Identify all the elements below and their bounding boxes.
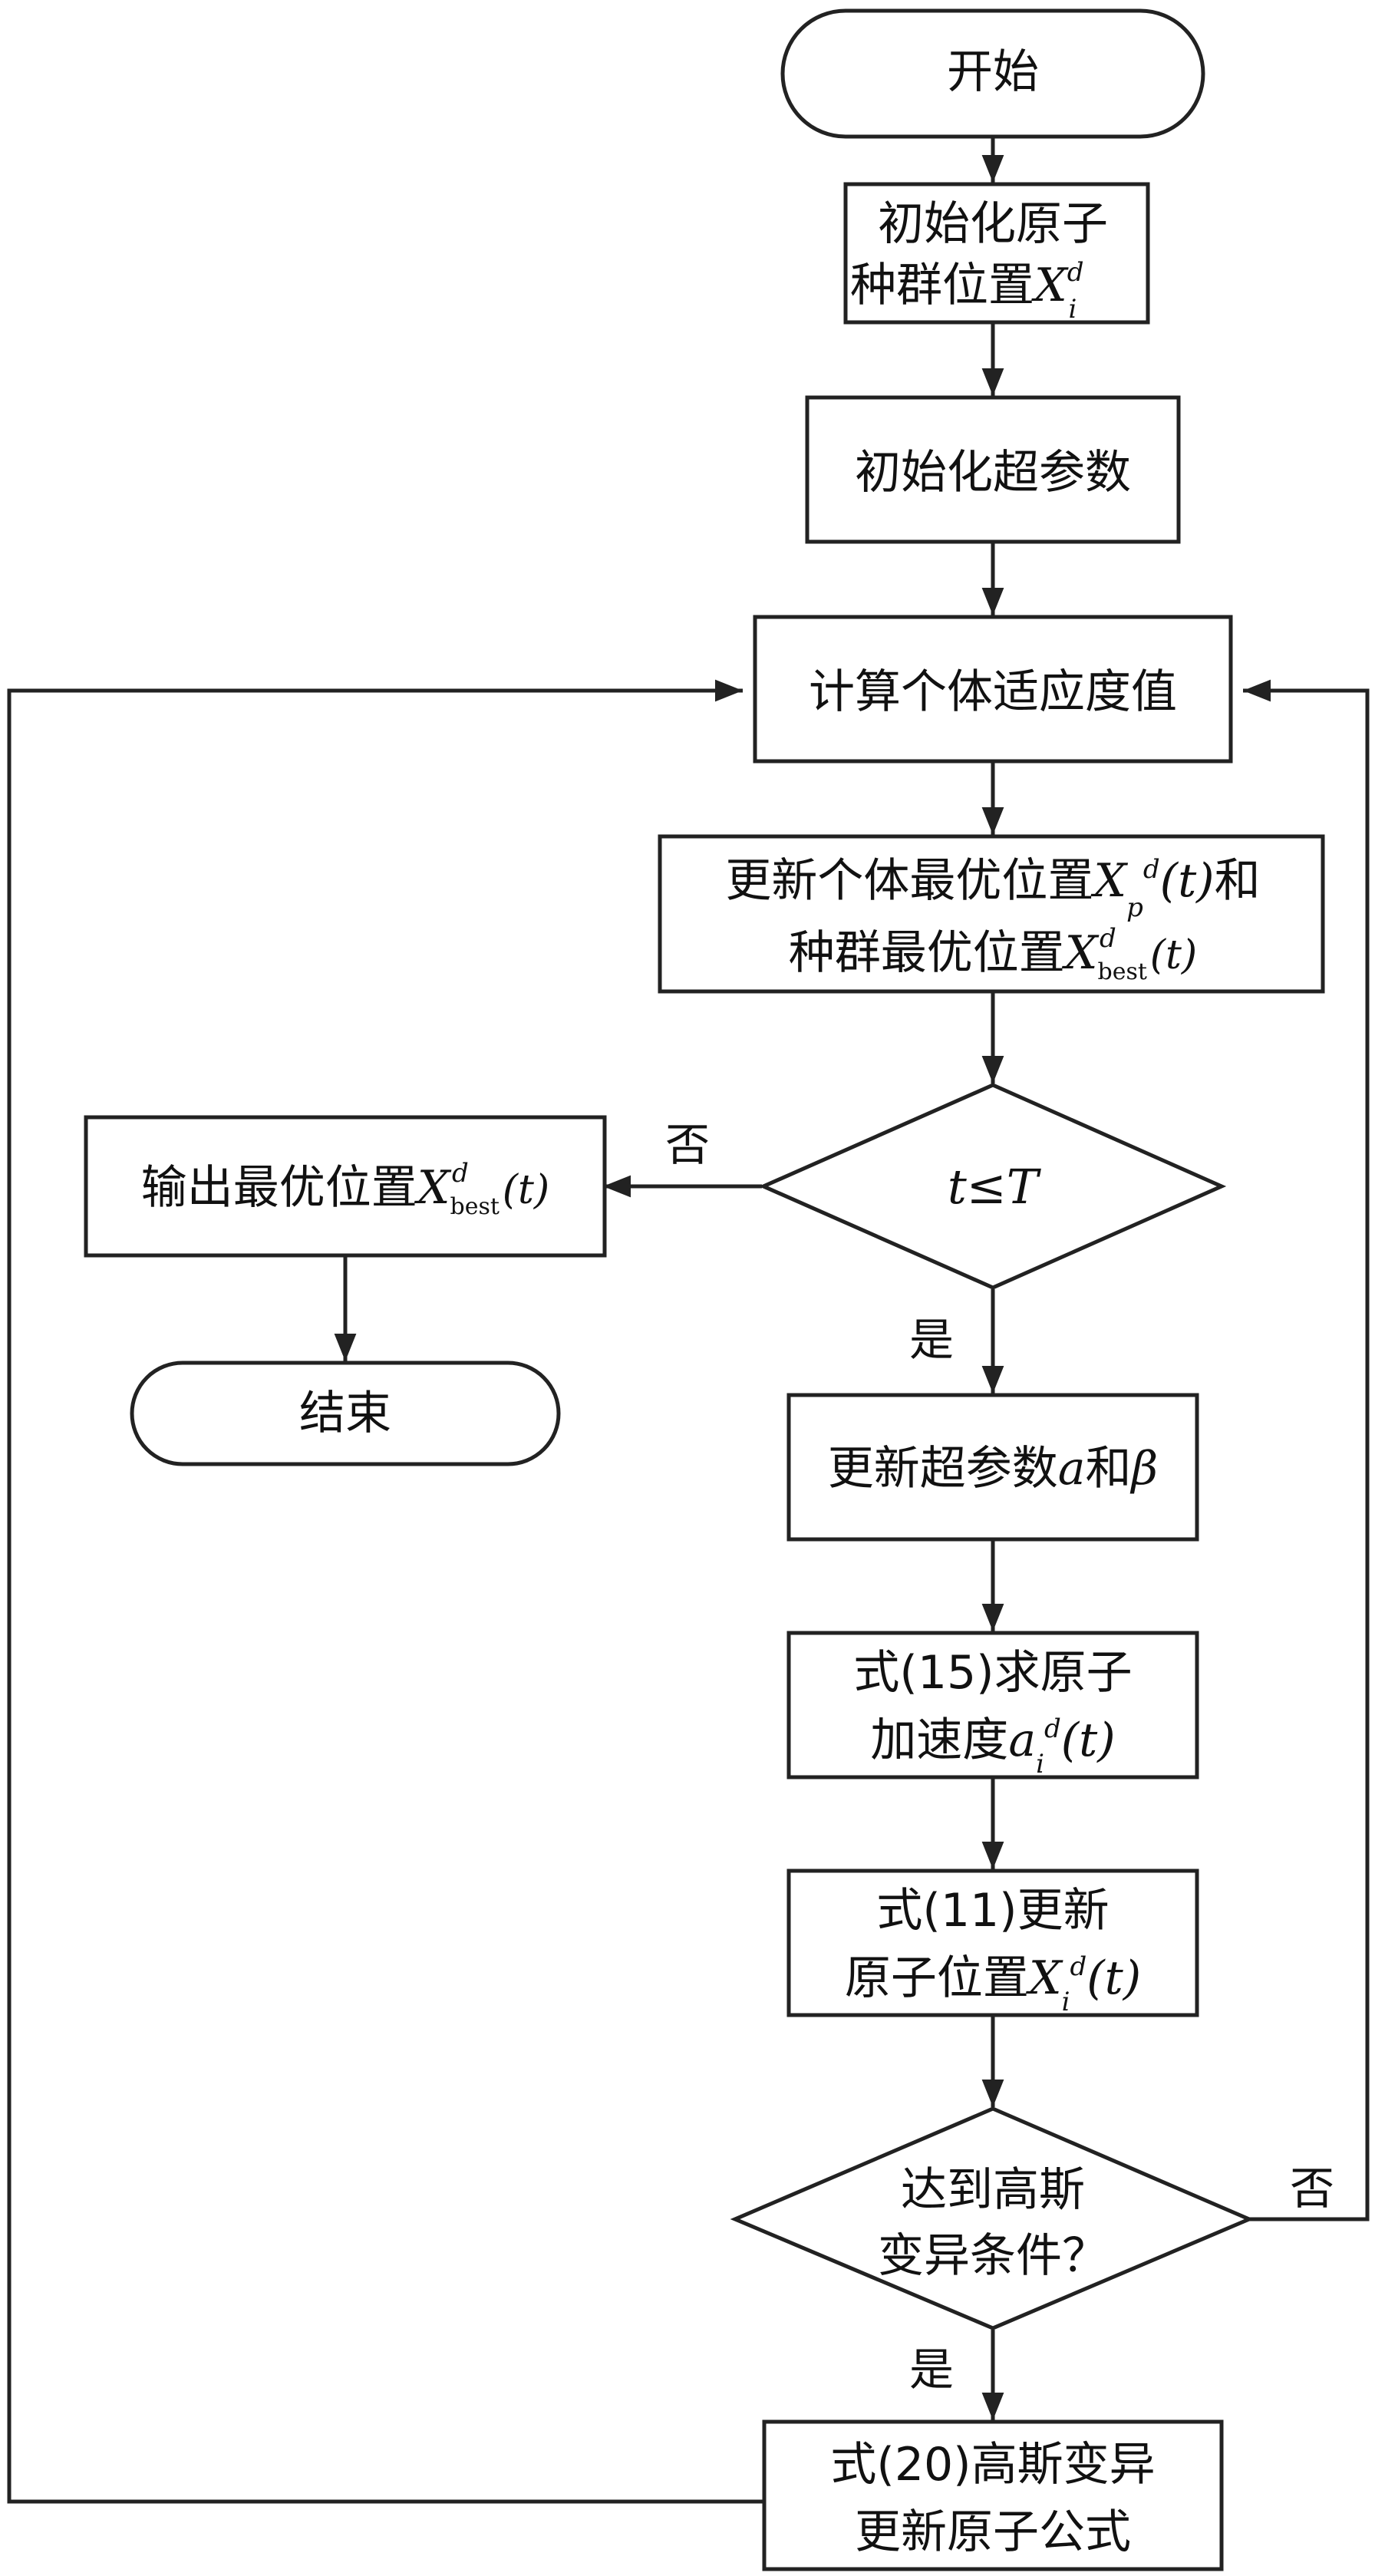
update-position-line1: 式(11)更新 <box>876 1884 1109 1938</box>
update-position-box: 式(11)更新 原子位置Xid(t) <box>786 1869 1199 2017</box>
update-position-line2: 原子位置Xid(t) <box>845 1951 1141 2017</box>
init-hyper-label: 初始化超参数 <box>855 446 1131 500</box>
compute-fitness-label: 计算个体适应度值 <box>809 665 1177 719</box>
update-best-line1: 更新个体最优位置Xpd(t)和 <box>725 854 1260 923</box>
gauss-mutation-box: 式(20)高斯变异 更新原子公式 <box>762 2419 1224 2571</box>
init-hyper-box: 初始化超参数 <box>805 395 1181 544</box>
decision1-no-label: 否 <box>665 1119 710 1171</box>
update-best-line2: 种群最优位置Xbestd(t) <box>789 923 1197 985</box>
acceleration-box: 式(15)求原子 加速度aid(t) <box>786 1631 1199 1779</box>
end-label: 结束 <box>299 1387 391 1440</box>
decision1-diamond: t≤T <box>758 1083 1227 1290</box>
output-best-label: 输出最优位置Xbestd(t) <box>141 1158 549 1220</box>
decision2-no-label: 否 <box>1290 2162 1334 2215</box>
arrow-decision2-no-loop <box>1243 679 1370 2221</box>
init-positions-line1: 初始化原子 <box>878 197 1108 251</box>
output-best-box: 输出最优位置Xbestd(t) <box>84 1115 607 1258</box>
gauss-mutation-line2: 更新原子公式 <box>855 2505 1131 2559</box>
decision2-diamond: 达到高斯 变异条件？ <box>730 2106 1255 2330</box>
start-label: 开始 <box>947 45 1039 99</box>
end-terminal: 结束 <box>130 1361 561 1466</box>
compute-fitness-box: 计算个体适应度值 <box>753 615 1233 764</box>
acceleration-line2: 加速度aid(t) <box>870 1713 1115 1779</box>
decision2-line2: 变异条件？ <box>878 2229 1108 2283</box>
acceleration-line1: 式(15)求原子 <box>853 1646 1132 1700</box>
connectors <box>7 138 1370 2504</box>
update-params-label: 更新超参数a和β <box>828 1442 1158 1496</box>
decision1-label: t≤T <box>948 1159 1042 1215</box>
start-terminal: 开始 <box>780 8 1205 139</box>
gauss-mutation-line1: 式(20)高斯变异 <box>830 2438 1155 2492</box>
decision2-yes-label: 是 <box>909 2343 954 2396</box>
update-params-box: 更新超参数a和β <box>786 1393 1199 1542</box>
update-best-box: 更新个体最优位置Xpd(t)和 种群最优位置Xbestd(t) <box>658 834 1325 994</box>
arrow-gauss-loop <box>7 679 763 2504</box>
decision1-yes-label: 是 <box>909 1314 954 1366</box>
decision2-line1: 达到高斯 <box>901 2163 1085 2217</box>
